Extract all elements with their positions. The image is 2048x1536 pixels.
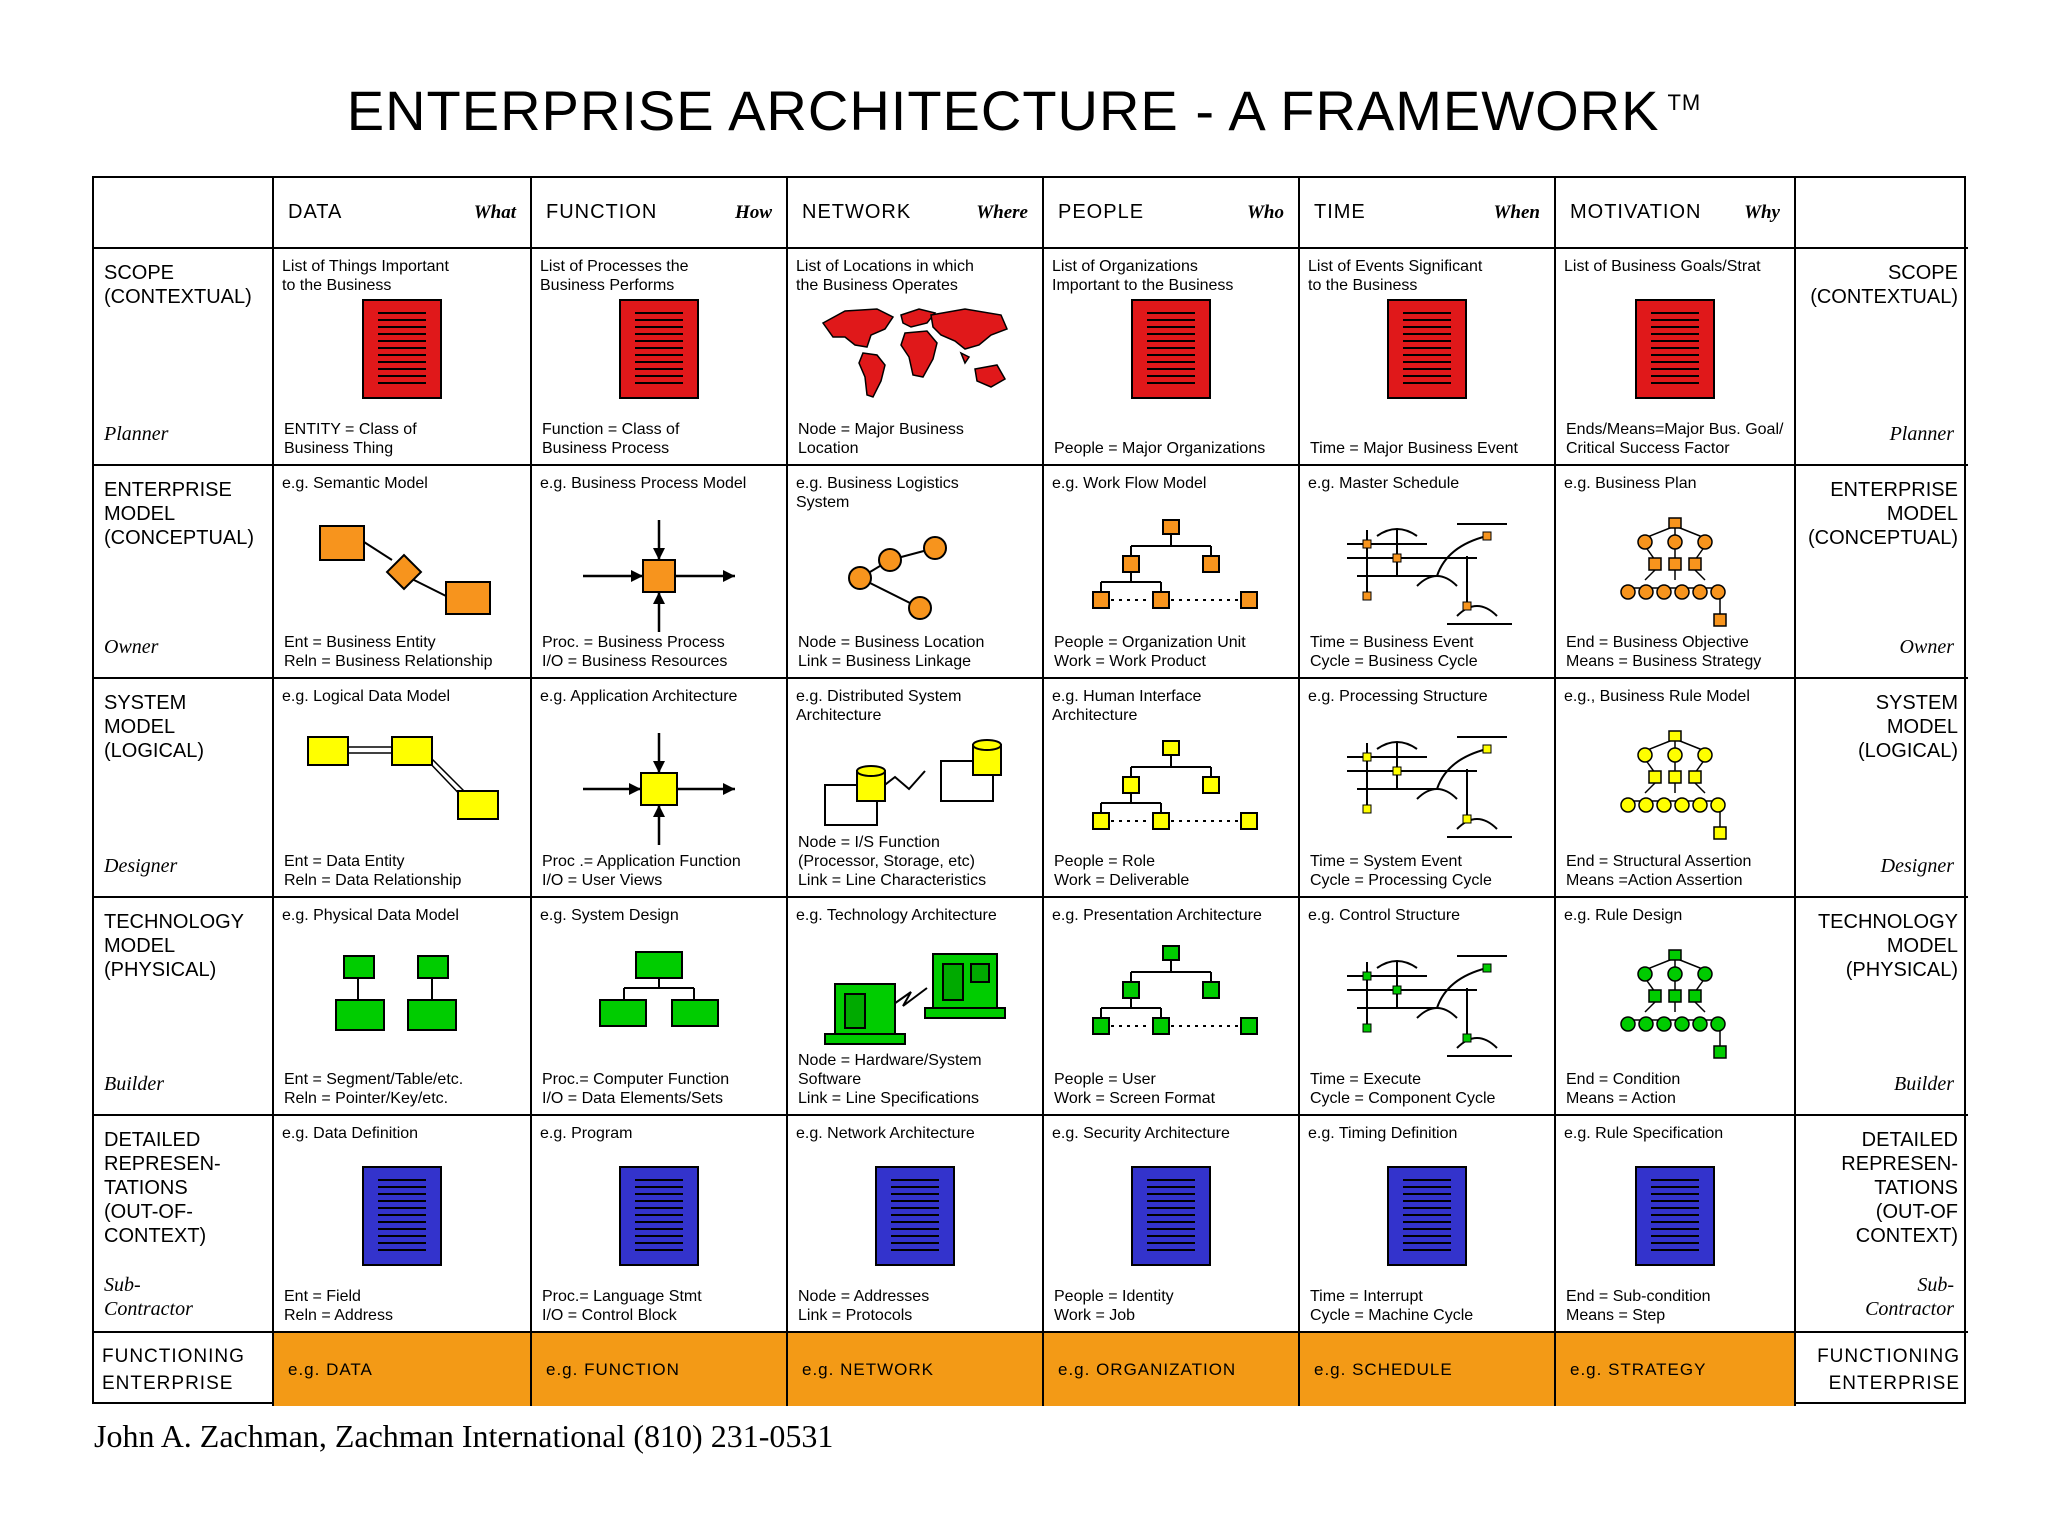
right-label-scope: SCOPE (CONTEXTUAL)Planner (1796, 249, 1968, 466)
cell-scope-function: List of Processes the Business Performs … (532, 249, 788, 466)
cell-detailed-people: e.g. Security Architecture People = Iden… (1044, 1116, 1300, 1333)
technology-hardware-icon (824, 953, 1006, 1045)
application-architecture-icon (583, 733, 735, 845)
right-label-system-model: SYSTEM MODEL (LOGICAL)Designer (1796, 679, 1968, 898)
distributed-system-icon (824, 739, 1002, 826)
row-label-system-model: SYSTEM MODEL (LOGICAL)Designer (94, 679, 274, 898)
cell-physical-data: e.g. Physical Data Model Ent = Segment/T… (274, 898, 532, 1116)
blue-document-icon (619, 1166, 699, 1266)
cell-detailed-motivation: e.g. Rule Specification End = Sub-condit… (1556, 1116, 1796, 1333)
cell-physical-people: e.g. Presentation Architecture People = … (1044, 898, 1300, 1116)
row-label-scope: SCOPE (CONTEXTUAL)Planner (94, 249, 274, 466)
org-chart-icon (1092, 519, 1258, 609)
cell-scope-motivation: List of Business Goals/Strat Ends/Means=… (1556, 249, 1796, 466)
functioning-schedule-cell: e.g. SCHEDULE (1300, 1333, 1556, 1406)
functioning-network-cell: e.g. NETWORK (788, 1333, 1044, 1406)
cell-conceptual-people: e.g. Work Flow Model People = Organizati… (1044, 466, 1300, 679)
cell-conceptual-motivation: e.g. Business Plan End = Business Object… (1556, 466, 1796, 679)
blue-document-icon (1635, 1166, 1715, 1266)
right-label-technology-model: TECHNOLOGY MODEL (PHYSICAL)Builder (1796, 898, 1968, 1116)
corner-cell (94, 178, 274, 249)
process-model-icon (583, 520, 735, 632)
row-label-detailed-representations: DETAILED REPRESEN- TATIONS (OUT-OF- CONT… (94, 1116, 274, 1333)
row-label-technology-model: TECHNOLOGY MODEL (PHYSICAL)Builder (94, 898, 274, 1116)
corner-cell-right (1796, 178, 1968, 249)
cell-conceptual-time: e.g. Master Schedule Time = Business Eve… (1300, 466, 1556, 679)
red-document-icon (362, 299, 442, 399)
processing-structure-icon (1347, 736, 1512, 838)
cell-detailed-data: e.g. Data Definition Ent = Field Reln = … (274, 1116, 532, 1333)
cell-logical-data: e.g. Logical Data Model Ent = Data Entit… (274, 679, 532, 898)
functioning-data-cell: e.g. DATA (274, 1333, 532, 1406)
cell-conceptual-function: e.g. Business Process Model Proc. = Busi… (532, 466, 788, 679)
schedule-diagram-icon (1347, 523, 1512, 625)
blue-document-icon (1387, 1166, 1467, 1266)
functioning-organization-cell: e.g. ORGANIZATION (1044, 1333, 1300, 1406)
cell-scope-data: List of Things Important to the Business… (274, 249, 532, 466)
functioning-function-cell: e.g. FUNCTION (532, 1333, 788, 1406)
control-structure-icon (1347, 955, 1512, 1057)
cell-detailed-time: e.g. Timing Definition Time = Interrupt … (1300, 1116, 1556, 1333)
cell-logical-network: e.g. Distributed System Architecture Nod… (788, 679, 1044, 898)
business-rule-tree-icon (1620, 730, 1727, 840)
red-document-icon (619, 299, 699, 399)
cell-physical-time: e.g. Control Structure Time = Execute Cy… (1300, 898, 1556, 1116)
blue-document-icon (1131, 1166, 1211, 1266)
cell-scope-network: List of Locations in which the Business … (788, 249, 1044, 466)
cell-detailed-function: e.g. Program Proc.= Language Stmt I/O = … (532, 1116, 788, 1333)
cell-physical-function: e.g. System Design Proc.= Computer Funct… (532, 898, 788, 1116)
author-credit: John A. Zachman, Zachman International (… (94, 1418, 834, 1454)
cell-logical-function: e.g. Application Architecture Proc .= Ap… (532, 679, 788, 898)
cell-scope-time: List of Events Significant to the Busine… (1300, 249, 1556, 466)
logical-data-model-icon (307, 736, 499, 820)
right-label-functioning-enterprise: FUNCTIONING ENTERPRISE (1817, 1346, 1960, 1394)
cell-conceptual-data: e.g. Semantic Model Ent = Business Entit… (274, 466, 532, 679)
business-plan-tree-icon (1620, 517, 1727, 627)
row-label-enterprise-model: ENTERPRISE MODEL (CONCEPTUAL)Owner (94, 466, 274, 679)
human-interface-chart-icon (1092, 740, 1258, 830)
blue-document-icon (362, 1166, 442, 1266)
cell-scope-people: List of Organizations Important to the B… (1044, 249, 1300, 466)
functioning-strategy-cell: e.g. STRATEGY (1556, 1333, 1796, 1406)
row-label-functioning-enterprise: FUNCTIONING ENTERPRISE (94, 1333, 274, 1406)
cell-logical-time: e.g. Processing Structure Time = System … (1300, 679, 1556, 898)
red-document-icon (1131, 299, 1211, 399)
blue-document-icon (875, 1166, 955, 1266)
cell-conceptual-network: e.g. Business Logistics System Node = Bu… (788, 466, 1044, 679)
right-label-detailed-representations: DETAILED REPRESEN- TATIONS (OUT-OF CONTE… (1796, 1116, 1968, 1333)
world-map-icon (821, 308, 1008, 398)
system-design-icon (599, 951, 719, 1027)
red-document-icon (1387, 299, 1467, 399)
presentation-chart-icon (1092, 945, 1258, 1035)
logistics-network-icon (848, 536, 947, 620)
physical-data-model-icon (335, 955, 457, 1031)
cell-physical-motivation: e.g. Rule Design End = Condition Means =… (1556, 898, 1796, 1116)
red-document-icon (1635, 299, 1715, 399)
right-label-enterprise-model: ENTERPRISE MODEL (CONCEPTUAL)Owner (1796, 466, 1968, 679)
cell-logical-motivation: e.g., Business Rule Model End = Structur… (1556, 679, 1796, 898)
cell-physical-network: e.g. Technology Architecture Node = Hard… (788, 898, 1044, 1116)
cell-logical-people: e.g. Human Interface Architecture People… (1044, 679, 1300, 898)
semantic-model-icon (319, 525, 491, 615)
cell-detailed-network: e.g. Network Architecture Node = Address… (788, 1116, 1044, 1333)
rule-design-tree-icon (1620, 949, 1727, 1059)
